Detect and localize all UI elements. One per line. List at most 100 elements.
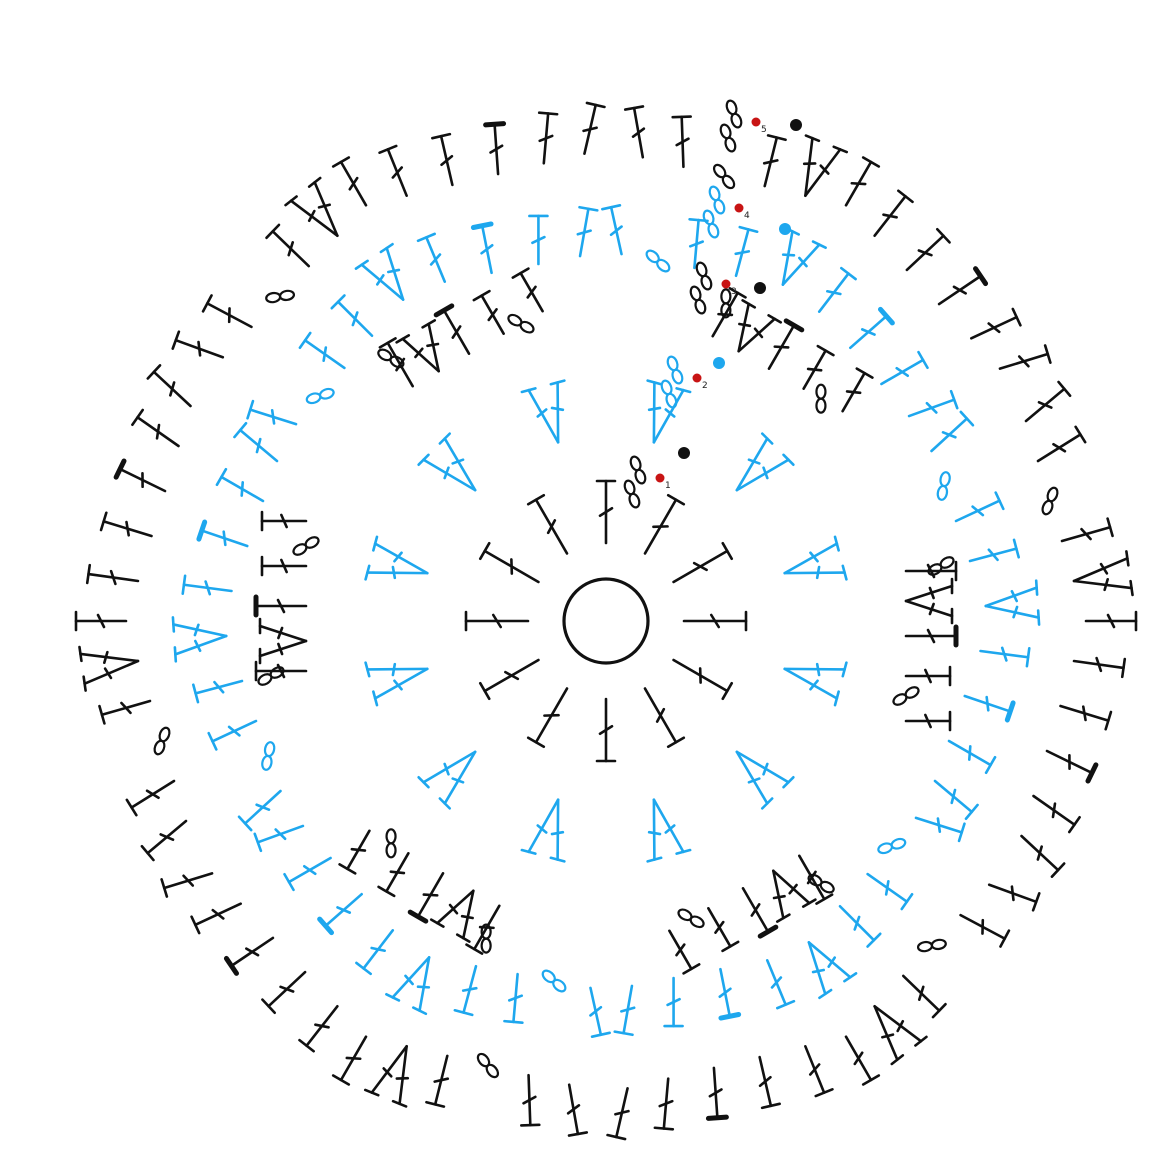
dc-symbol bbox=[467, 901, 508, 953]
dc-symbol bbox=[906, 667, 950, 685]
dc-symbol bbox=[193, 672, 244, 702]
dc-symbol bbox=[299, 1001, 344, 1051]
stitch-layer bbox=[76, 99, 1136, 1139]
dc-symbol bbox=[203, 295, 256, 334]
dc-increase-symbol bbox=[419, 736, 491, 808]
dc-symbol bbox=[76, 612, 126, 630]
chain-symbol bbox=[153, 726, 171, 755]
dc-symbol bbox=[132, 410, 183, 453]
dc-symbol bbox=[333, 1032, 374, 1084]
dc-symbol bbox=[979, 642, 1029, 666]
dc-increase-symbol bbox=[633, 794, 691, 861]
dc-symbol bbox=[455, 964, 485, 1015]
magic-ring-symbol bbox=[564, 579, 648, 663]
dc-symbol bbox=[834, 900, 881, 947]
dc-symbol bbox=[528, 495, 575, 558]
dc-symbol bbox=[480, 652, 543, 699]
dc-symbol bbox=[513, 269, 551, 316]
dc-symbol bbox=[615, 984, 641, 1034]
fpdc-symbol bbox=[473, 224, 500, 275]
round-start-marker bbox=[656, 474, 665, 483]
dc-symbol bbox=[906, 712, 950, 730]
slip-stitch-dot bbox=[678, 447, 690, 459]
dc-symbol bbox=[952, 493, 1003, 530]
dc-symbol bbox=[380, 146, 415, 199]
dc-increase-symbol bbox=[386, 948, 448, 1014]
dc-increase-symbol bbox=[356, 244, 421, 312]
dc-symbol bbox=[248, 401, 299, 433]
chain-symbol bbox=[507, 313, 536, 335]
dc-symbol bbox=[669, 543, 732, 590]
dc-symbol bbox=[262, 512, 306, 530]
dc-symbol bbox=[426, 1054, 456, 1107]
dc-symbol bbox=[356, 925, 400, 974]
dc-symbol bbox=[262, 557, 306, 575]
round-start-marker bbox=[752, 118, 761, 127]
dc-increase-symbol bbox=[857, 993, 926, 1064]
dc-symbol bbox=[906, 562, 956, 580]
dc-symbol bbox=[480, 543, 543, 590]
dc-increase-symbol bbox=[906, 579, 952, 623]
dc-symbol bbox=[529, 216, 547, 264]
chain-symbol bbox=[261, 741, 275, 770]
dc-symbol bbox=[968, 540, 1019, 570]
dc-increase-symbol bbox=[779, 537, 846, 595]
fpdc-symbol bbox=[256, 597, 306, 615]
dc-increase-symbol bbox=[419, 434, 491, 506]
dc-symbol bbox=[685, 219, 707, 268]
fpdc-symbol bbox=[226, 930, 278, 973]
fpdc-symbol bbox=[735, 884, 776, 936]
dc-symbol bbox=[535, 113, 557, 164]
dc-symbol bbox=[418, 234, 453, 285]
dc-symbol bbox=[1033, 427, 1085, 469]
dc-symbol bbox=[262, 966, 311, 1013]
dc-symbol bbox=[662, 926, 700, 973]
dc-symbol bbox=[669, 652, 732, 699]
dc-symbol bbox=[625, 106, 651, 158]
chain-symbol bbox=[387, 829, 396, 857]
dc-symbol bbox=[466, 612, 528, 630]
dc-symbol bbox=[945, 733, 996, 773]
dc-symbol bbox=[576, 103, 605, 156]
dc-symbol bbox=[665, 978, 683, 1026]
dc-symbol bbox=[602, 205, 630, 256]
chain-symbol bbox=[877, 837, 906, 855]
dc-symbol bbox=[868, 191, 913, 241]
dc-increase-symbol bbox=[984, 581, 1039, 628]
dc-symbol bbox=[901, 229, 950, 276]
chain-symbol bbox=[629, 455, 647, 484]
dc-symbol bbox=[986, 876, 1039, 910]
dc-symbol bbox=[835, 369, 873, 416]
round-number-label: 1 bbox=[665, 481, 671, 491]
dc-increase-symbol bbox=[785, 136, 847, 204]
dc-symbol bbox=[380, 338, 421, 390]
fpdc-symbol bbox=[486, 124, 507, 175]
dc-symbol bbox=[637, 495, 684, 558]
chain-symbol bbox=[644, 248, 671, 273]
dc-symbol bbox=[183, 576, 233, 600]
round-start-marker bbox=[693, 374, 702, 383]
dc-symbol bbox=[173, 332, 226, 366]
dc-symbol bbox=[655, 1078, 677, 1129]
fpdc-symbol bbox=[199, 522, 250, 554]
dc-symbol bbox=[99, 692, 152, 723]
dc-increase-symbol bbox=[721, 434, 793, 506]
fpdc-symbol bbox=[712, 967, 739, 1018]
chain-symbol bbox=[712, 163, 737, 190]
dc-symbol bbox=[332, 295, 379, 342]
slip-stitch-dot bbox=[754, 282, 766, 294]
fpdc-symbol bbox=[962, 687, 1013, 719]
dc-symbol bbox=[192, 896, 245, 933]
dc-symbol bbox=[571, 207, 597, 257]
dc-symbol bbox=[256, 662, 306, 680]
dc-increase-symbol bbox=[763, 228, 825, 294]
chain-symbol bbox=[306, 387, 335, 405]
round-start-marker bbox=[735, 204, 744, 213]
dc-symbol bbox=[127, 773, 179, 815]
dc-symbol bbox=[838, 1032, 879, 1084]
dc-symbol bbox=[87, 565, 139, 590]
dc-increase-symbol bbox=[779, 648, 846, 706]
dc-symbol bbox=[255, 817, 306, 850]
dc-increase-symbol bbox=[366, 537, 433, 595]
